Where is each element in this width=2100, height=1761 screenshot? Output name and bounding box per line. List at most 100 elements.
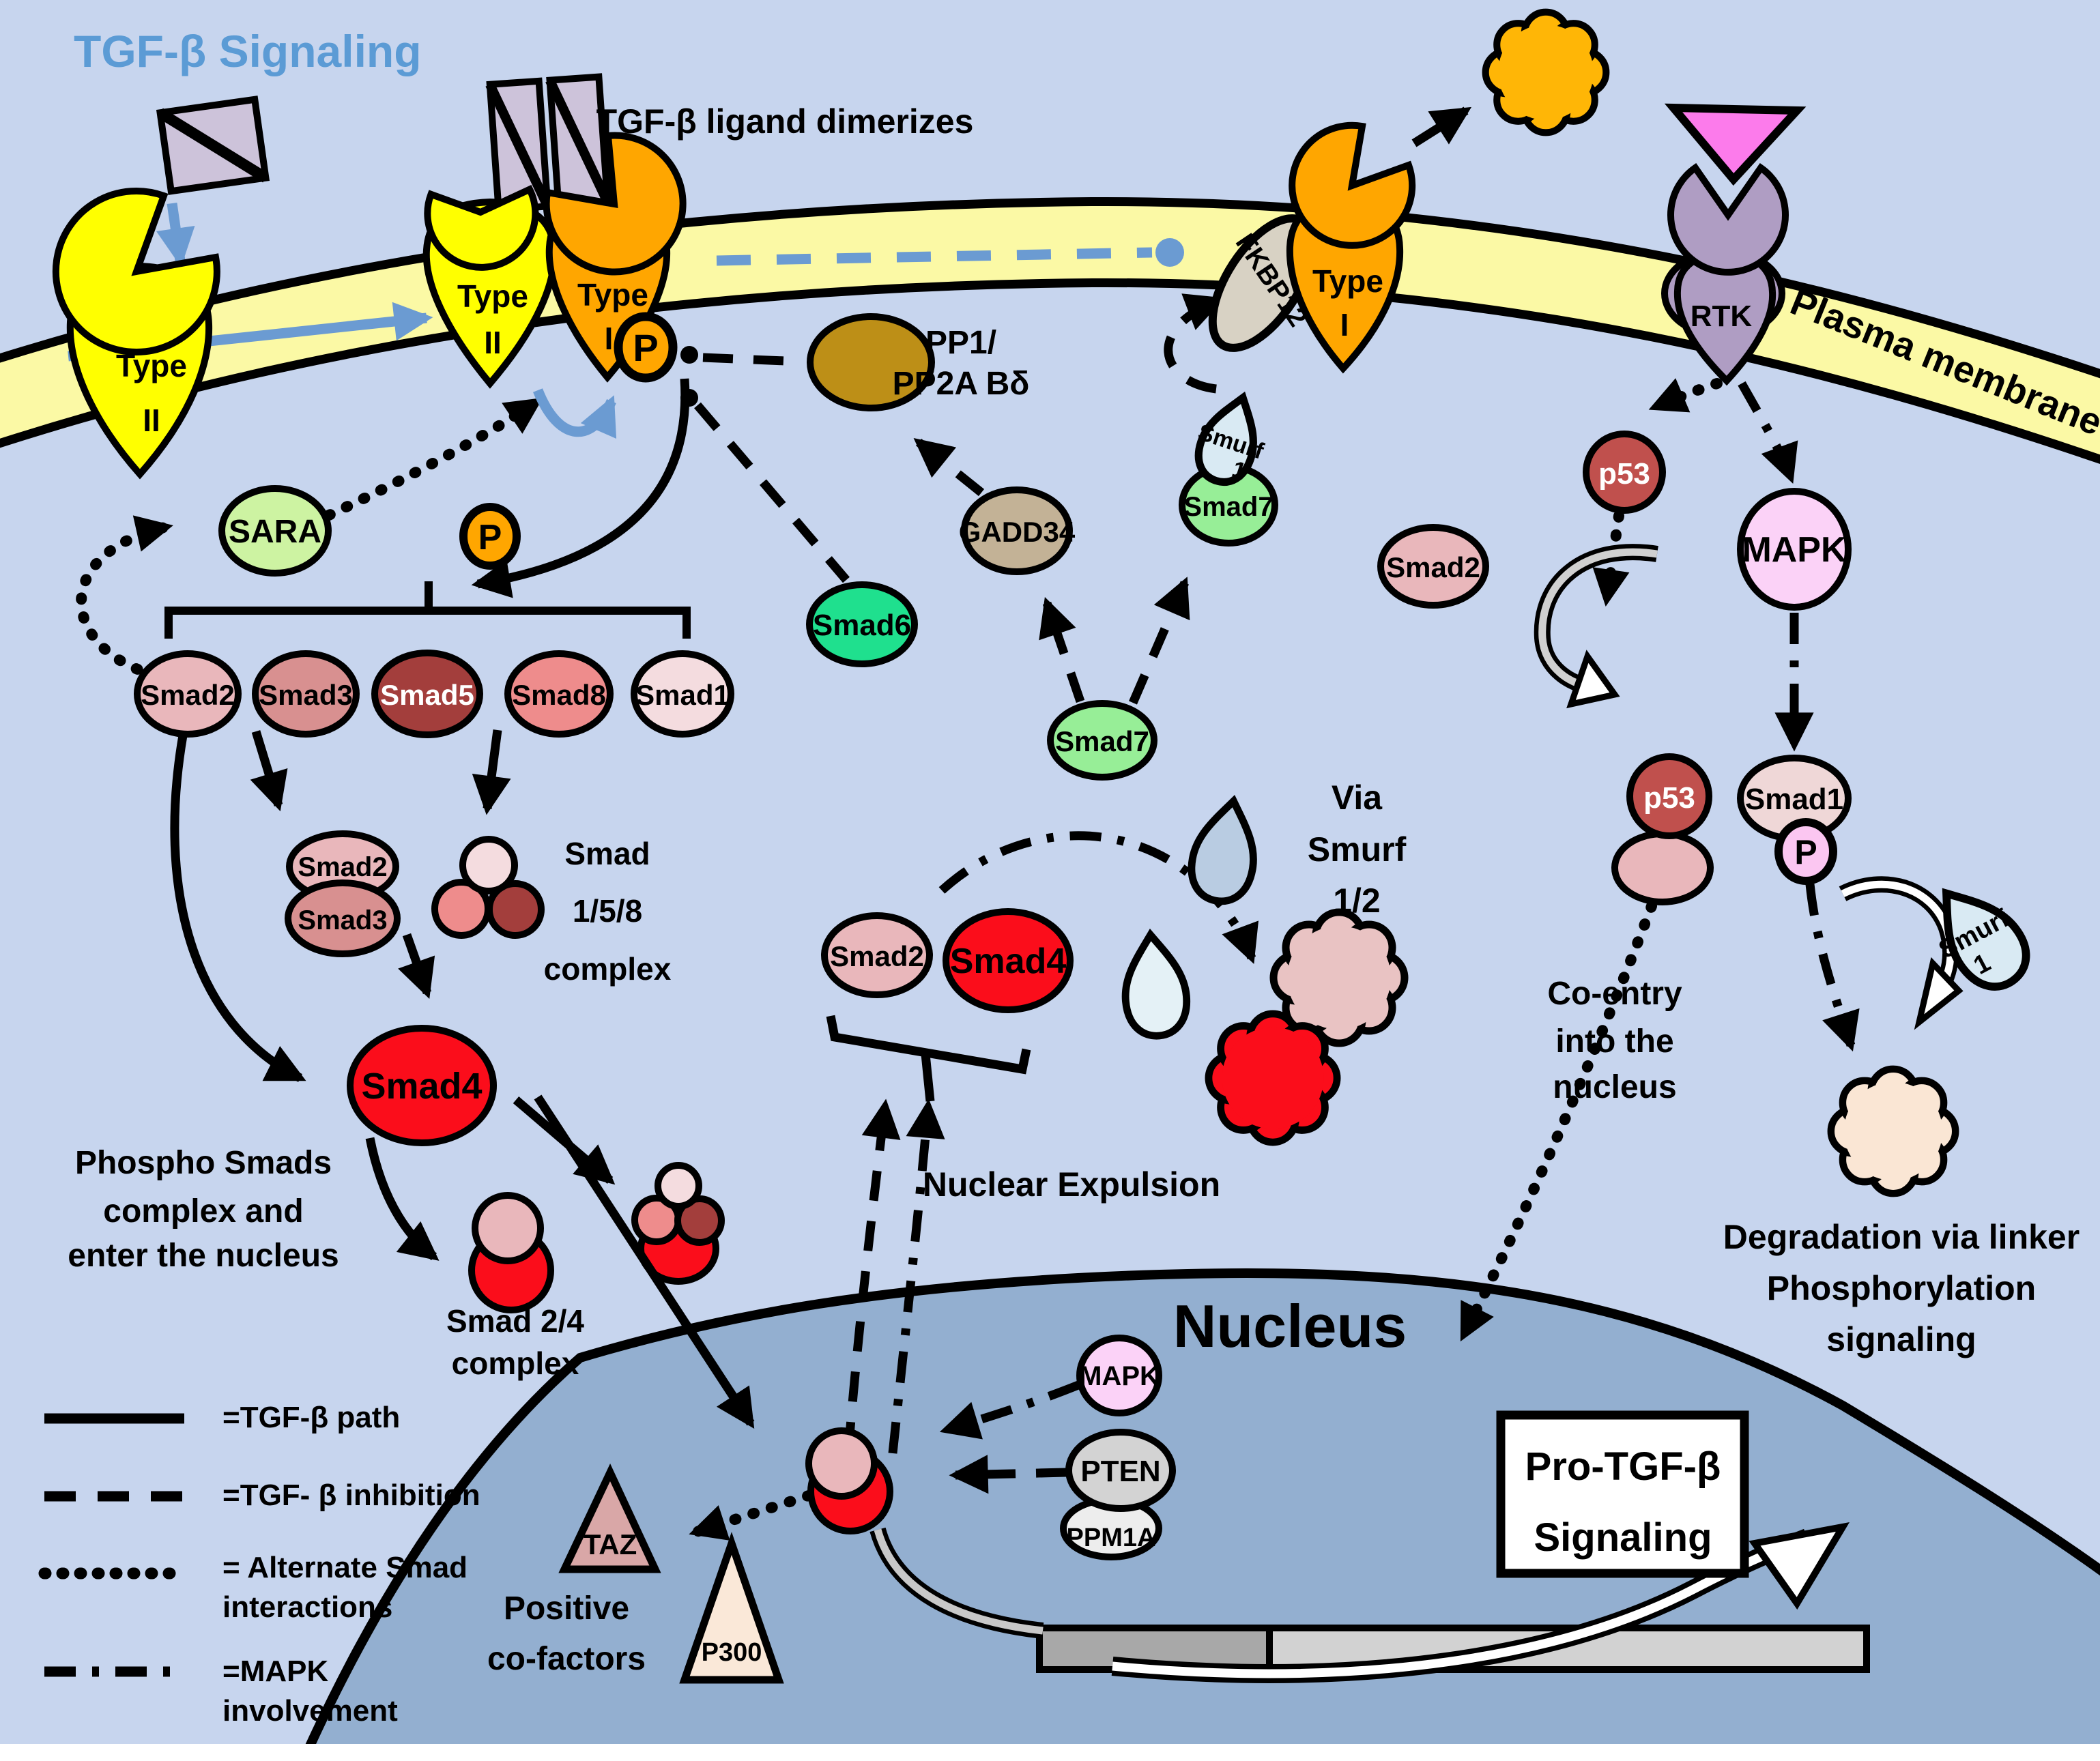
p-to-smad6-dashed-line bbox=[694, 402, 850, 583]
svg-text:Via: Via bbox=[1332, 778, 1383, 817]
mapk-protein bbox=[1737, 488, 1852, 611]
phospho-smads-note: Phospho Smads complex and enter the nucl… bbox=[68, 1145, 339, 1274]
legend-dotted-label2: interactions bbox=[222, 1590, 392, 1624]
degraded-receptor-cloud bbox=[1486, 12, 1607, 133]
via-smurf-note: Via Smurf 1/2 bbox=[1308, 778, 1407, 920]
svg-text:Degradation via linker: Degradation via linker bbox=[1723, 1218, 2080, 1256]
legend-dashed-label: =TGF- β inhibition bbox=[222, 1479, 480, 1512]
svg-text:PP2A Bδ: PP2A Bδ bbox=[893, 366, 1030, 402]
smad-row: Smad2 Smad3 Smad5 Smad8 Smad1 bbox=[134, 650, 734, 738]
phospho-label: P bbox=[1794, 833, 1817, 871]
smad3-label: Smad3 bbox=[259, 679, 353, 711]
phospho-circle-free bbox=[459, 503, 521, 570]
receptor-label: I bbox=[1340, 307, 1349, 343]
smad7-to-smad7-arrow bbox=[1129, 577, 1190, 705]
smurf-smad7-to-fkbp12-arrow bbox=[1164, 293, 1225, 394]
smad4-label: Smad4 bbox=[361, 1066, 482, 1107]
rtk-to-mapk-dashdot-arrow bbox=[1738, 381, 1798, 484]
pro-tgfb-box: Pro-TGF-β Signaling bbox=[1496, 1410, 1749, 1578]
smad4-label: Smad4 bbox=[950, 942, 1067, 981]
receptor-degradation-arrow bbox=[1411, 106, 1472, 147]
rtk-receptor: RTK bbox=[1661, 163, 1789, 386]
ligand-dimerizes-note: TGF-β ligand dimerizes bbox=[596, 102, 974, 141]
receptor-label: II bbox=[143, 403, 160, 438]
smad2-to-sara-dotted-arrow bbox=[76, 515, 173, 681]
p53-smad2-complex: p53 bbox=[1611, 753, 1714, 905]
type-ii-receptor-center: Type II bbox=[422, 184, 558, 389]
nuclear-expulsion-note: Nuclear Expulsion bbox=[923, 1165, 1220, 1204]
diagram-title: TGF-β Signaling bbox=[74, 26, 422, 76]
phospho-label: P bbox=[478, 518, 502, 557]
smad1-label: Smad1 bbox=[635, 679, 730, 711]
smad4-to-smad24-arrow bbox=[365, 1137, 440, 1261]
receptor-label: Type bbox=[457, 278, 528, 314]
type-ii-receptor-left: Type II bbox=[52, 188, 220, 480]
nuclear-smad24-complex bbox=[805, 1427, 893, 1534]
smad6-protein bbox=[806, 581, 918, 667]
phospho-circle-smad1 bbox=[1774, 818, 1837, 885]
svg-text:nucleus: nucleus bbox=[1553, 1069, 1676, 1105]
smad2-label: Smad2 bbox=[298, 852, 387, 882]
smad5-label: Smad5 bbox=[380, 679, 474, 711]
nuclear-expulsion-dashdot-arrow bbox=[888, 1098, 945, 1454]
svg-text:into the: into the bbox=[1555, 1023, 1673, 1060]
blue-dashed-diffusion-line bbox=[716, 247, 1153, 266]
smad2-label: Smad2 bbox=[1386, 551, 1480, 583]
smad4-protein bbox=[347, 1025, 497, 1146]
taz-label: TAZ bbox=[584, 1528, 637, 1560]
nucleus-label: Nucleus bbox=[1173, 1292, 1407, 1360]
ppm1a-label: PPM1A bbox=[1067, 1524, 1156, 1552]
smad2-protein-middle bbox=[821, 912, 933, 998]
svg-text:signaling: signaling bbox=[1826, 1320, 1976, 1358]
smad158-smad4-complex bbox=[631, 1162, 725, 1285]
expulsion-bracket-tick bbox=[921, 1053, 935, 1102]
p53-label: p53 bbox=[1598, 457, 1650, 491]
receptor-label: Type bbox=[1312, 263, 1383, 299]
sara-to-receptor-dotted-arrow bbox=[323, 396, 543, 521]
smad158-complex bbox=[431, 836, 545, 939]
sara-label: SARA bbox=[229, 514, 321, 550]
p300-cofactor bbox=[679, 1532, 784, 1684]
degradation-note: Degradation via linker Phosphorylation s… bbox=[1723, 1218, 2080, 1358]
tgfb-ligand-dimer bbox=[485, 73, 612, 214]
receptor-label: II bbox=[484, 325, 502, 360]
legend: =TGF-β path =TGF- β inhibition = Alterna… bbox=[38, 1401, 480, 1728]
receptor-label: Type bbox=[577, 277, 648, 312]
mapk-nuclear-protein bbox=[1076, 1335, 1162, 1416]
mapk-to-complex-arrow bbox=[939, 1380, 1080, 1440]
gadd34-to-pp1-arrow bbox=[913, 438, 985, 497]
smad5-to-complex-arrow bbox=[472, 729, 511, 815]
sara-protein bbox=[218, 485, 332, 577]
complex-to-taz-dotted-arrow bbox=[689, 1490, 814, 1541]
smad3-to-complex-arrow bbox=[250, 730, 288, 812]
receptor-to-smads-arrow bbox=[471, 378, 690, 598]
smurf1-degrades-arrow bbox=[1839, 876, 1964, 1030]
legend-solid-label: =TGF-β path bbox=[222, 1401, 400, 1434]
smad7-label: Smad7 bbox=[1055, 725, 1149, 757]
p300-label: P300 bbox=[702, 1638, 762, 1667]
svg-text:complex: complex bbox=[544, 951, 672, 987]
smurf-export-arrow bbox=[938, 831, 1259, 964]
svg-text:Signaling: Signaling bbox=[1534, 1515, 1712, 1560]
mapk-label: MAPK bbox=[1742, 530, 1847, 570]
type-i-receptor-right: Type I bbox=[1286, 121, 1416, 374]
degraded-smad4-cloud bbox=[1209, 1014, 1337, 1142]
smad1-label: Smad1 bbox=[1745, 783, 1843, 816]
svg-text:Co-entry: Co-entry bbox=[1547, 976, 1682, 1012]
gadd34-protein bbox=[961, 486, 1073, 575]
smad7-label: Smad7 bbox=[1183, 492, 1273, 522]
smad7-protein bbox=[1047, 700, 1157, 781]
svg-text:co-factors: co-factors bbox=[487, 1641, 646, 1677]
expulsion-bracket bbox=[826, 1015, 1031, 1075]
dot-connector bbox=[680, 346, 698, 364]
pp1-pp2a-protein bbox=[807, 313, 935, 411]
smad2-label: Smad2 bbox=[141, 679, 235, 711]
smad2-to-smad4-arrow bbox=[170, 734, 306, 1082]
smad24-note: Smad 2/4 complex bbox=[446, 1303, 584, 1381]
complex-binds-dna-arrow bbox=[869, 1527, 1044, 1639]
rtk-to-p53-dotted-arrow bbox=[1648, 378, 1723, 413]
gadd34-label: GADD34 bbox=[959, 516, 1076, 548]
pten-label: PTEN bbox=[1080, 1455, 1160, 1488]
svg-text:PP1/: PP1/ bbox=[925, 325, 996, 361]
